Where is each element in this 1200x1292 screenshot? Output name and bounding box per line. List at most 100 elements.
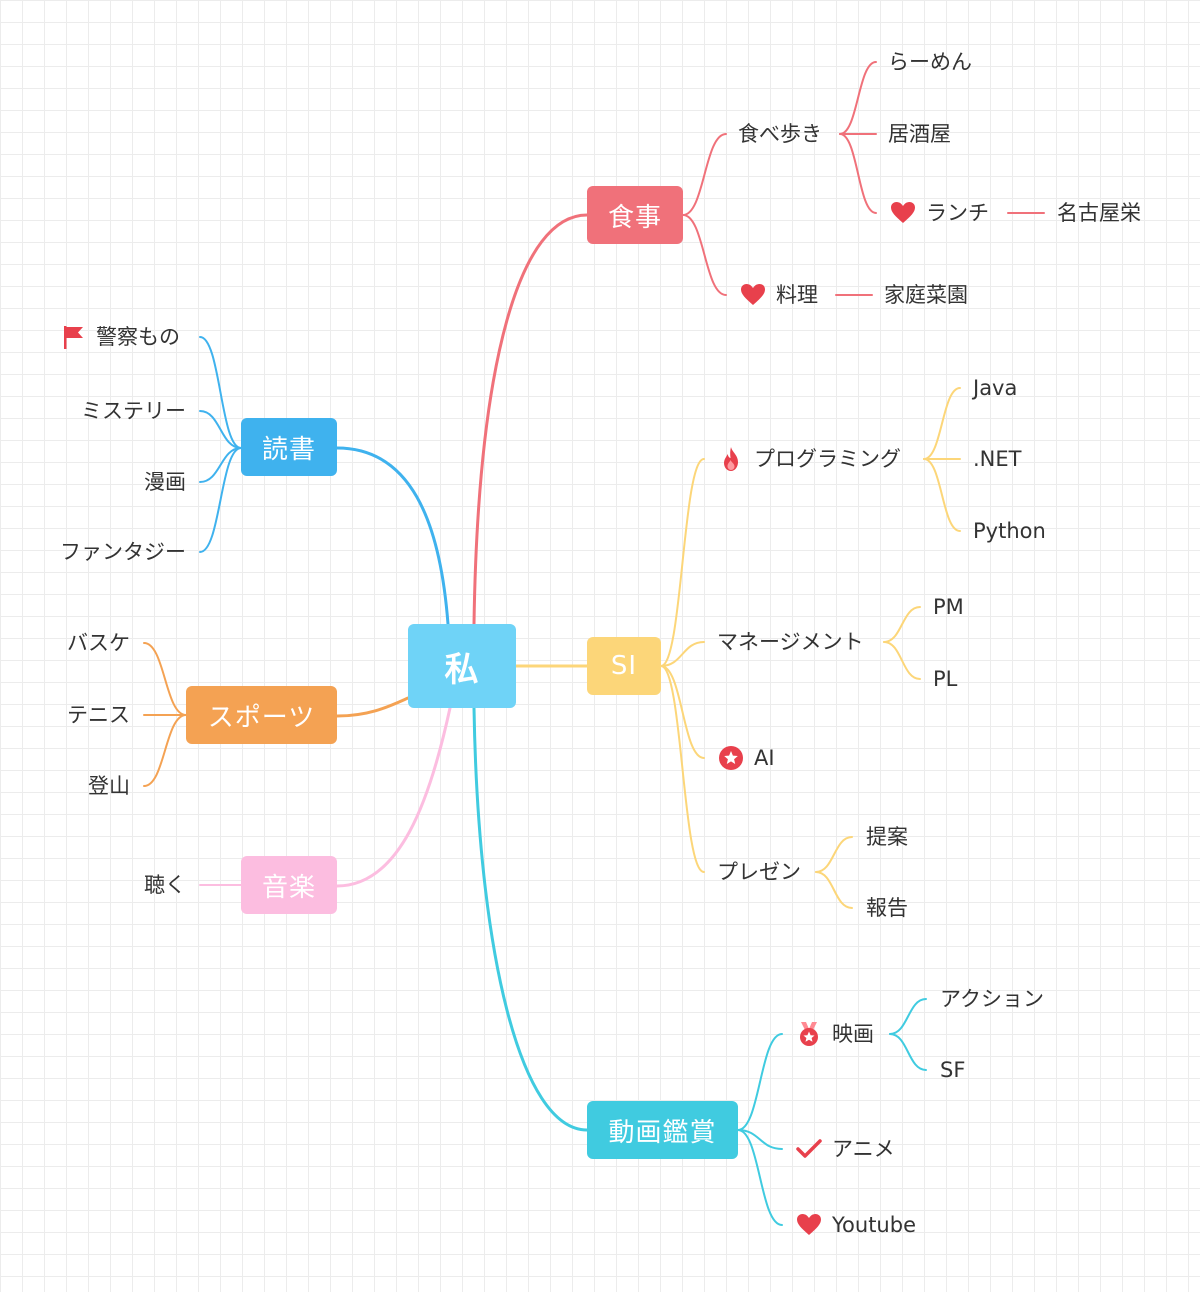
topic-nagoya-sakae-label: 名古屋栄	[1057, 201, 1141, 225]
topic-fantasy-label: ファンタジー	[60, 540, 186, 564]
topic-anime[interactable]: アニメ	[796, 1135, 895, 1163]
topic-action[interactable]: アクション	[940, 985, 1044, 1013]
branch-ongaku-label: 音楽	[261, 872, 316, 903]
topic-ramen-label: らーめん	[888, 50, 972, 74]
topic-houkoku-label: 報告	[866, 896, 908, 920]
branch-si[interactable]: SI	[587, 637, 661, 695]
link-tabearuki-lunch	[839, 133, 877, 214]
topic-mystery[interactable]: ミステリー	[81, 397, 186, 425]
topic-youtube[interactable]: Youtube	[796, 1211, 916, 1239]
topic-lunch[interactable]: ランチ	[890, 199, 989, 227]
heart-icon	[740, 282, 766, 308]
flag-icon	[60, 324, 86, 350]
topic-tabearuki[interactable]: 食べ歩き	[738, 120, 822, 148]
topic-izakaya-label: 居酒屋	[888, 122, 951, 146]
branch-shokuji[interactable]: 食事	[587, 186, 683, 244]
topic-ramen[interactable]: らーめん	[888, 48, 972, 76]
link-central-dokusho	[335, 446, 450, 626]
topic-keisatsu-label: 警察もの	[96, 325, 180, 349]
central-topic[interactable]: 私	[408, 624, 516, 708]
link-eiga-sf	[889, 1033, 927, 1071]
topic-python[interactable]: Python	[973, 517, 1046, 545]
link-si-programming	[660, 458, 705, 667]
topic-pm[interactable]: PM	[933, 593, 964, 621]
check-icon	[796, 1136, 822, 1162]
topic-tozan[interactable]: 登山	[88, 772, 130, 800]
topic-tennis[interactable]: テニス	[67, 701, 130, 729]
topic-fantasy[interactable]: ファンタジー	[60, 538, 186, 566]
topic-kiku[interactable]: 聴く	[144, 871, 186, 899]
topic-pl-label: PL	[933, 667, 958, 691]
topic-sf-label: SF	[940, 1058, 966, 1082]
branch-si-label: SI	[610, 651, 638, 681]
star-badge-icon	[718, 745, 744, 771]
topic-katei-saien[interactable]: 家庭菜園	[884, 281, 968, 309]
topic-java-label: Java	[973, 376, 1018, 400]
topic-teian[interactable]: 提案	[866, 823, 908, 851]
topic-management-label: マネージメント	[717, 630, 864, 654]
topic-houkoku[interactable]: 報告	[866, 894, 908, 922]
flame-icon	[718, 446, 744, 472]
topic-tennis-label: テニス	[67, 703, 130, 727]
link-si-ai	[660, 665, 705, 759]
link-dokusho-child-1	[199, 410, 242, 449]
topic-pm-label: PM	[933, 595, 964, 619]
branch-ongaku[interactable]: 音楽	[241, 856, 337, 914]
topic-ai-label: AI	[754, 746, 775, 770]
topic-basuke-label: バスケ	[67, 631, 130, 655]
topic-basuke[interactable]: バスケ	[67, 629, 130, 657]
topic-management[interactable]: マネージメント	[717, 628, 864, 656]
branch-shokuji-label: 食事	[607, 202, 662, 233]
topic-ai[interactable]: AI	[718, 744, 775, 772]
branch-douga[interactable]: 動画鑑賞	[587, 1101, 738, 1159]
medal-icon	[796, 1021, 822, 1047]
topic-ryouri-label: 料理	[776, 283, 818, 307]
link-dokusho-child-3	[199, 447, 242, 553]
branch-douga-label: 動画鑑賞	[608, 1117, 717, 1148]
topic-lunch-label: ランチ	[926, 201, 989, 225]
topic-programming-label: プログラミング	[754, 447, 901, 471]
heart-icon	[796, 1212, 822, 1238]
topic-pl[interactable]: PL	[933, 665, 957, 693]
topic-java[interactable]: Java	[973, 374, 1017, 402]
topic-sf[interactable]: SF	[940, 1056, 965, 1084]
link-programming-java	[923, 387, 961, 460]
topic-manga-label: 漫画	[144, 470, 186, 494]
heart-icon	[890, 200, 916, 226]
topic-presen-label: プレゼン	[717, 860, 801, 884]
link-central-shokuji	[472, 213, 589, 626]
central-topic-label: 私	[444, 649, 480, 690]
link-presen-houkoku	[815, 871, 853, 909]
link-sports-child-0	[143, 642, 187, 716]
link-presen-teian	[815, 836, 853, 873]
topic-eiga[interactable]: 映画	[796, 1020, 874, 1048]
topic-katei-saien-label: 家庭菜園	[884, 283, 968, 307]
topic-izakaya[interactable]: 居酒屋	[888, 120, 951, 148]
link-management-pl	[883, 641, 921, 680]
link-central-sports	[335, 696, 410, 718]
topic-eiga-label: 映画	[832, 1022, 874, 1046]
link-sports-child-2	[143, 714, 187, 787]
branch-sports-label: スポーツ	[207, 702, 316, 733]
link-management-pm	[883, 606, 921, 643]
branch-sports[interactable]: スポーツ	[186, 686, 337, 744]
topic-dotnet[interactable]: .NET	[973, 445, 1021, 473]
topic-presen[interactable]: プレゼン	[717, 858, 801, 886]
topic-youtube-label: Youtube	[832, 1213, 916, 1237]
link-douga-youtube	[737, 1129, 783, 1226]
topic-anime-label: アニメ	[832, 1137, 895, 1161]
topic-teian-label: 提案	[866, 825, 908, 849]
link-dokusho-child-0	[199, 336, 242, 449]
topic-kiku-label: 聴く	[144, 873, 186, 897]
link-shokuji-ryouri	[682, 214, 727, 296]
link-tabearuki-ramen	[839, 61, 877, 135]
branch-dokusho-label: 読書	[261, 434, 316, 465]
topic-python-label: Python	[973, 519, 1046, 543]
branch-dokusho[interactable]: 読書	[241, 418, 337, 476]
topic-keisatsu[interactable]: 警察もの	[60, 323, 180, 351]
topic-nagoya-sakae[interactable]: 名古屋栄	[1057, 199, 1141, 227]
topic-ryouri[interactable]: 料理	[740, 281, 818, 309]
topic-mystery-label: ミステリー	[81, 399, 186, 423]
topic-programming[interactable]: プログラミング	[718, 445, 901, 473]
topic-manga[interactable]: 漫画	[144, 468, 186, 496]
